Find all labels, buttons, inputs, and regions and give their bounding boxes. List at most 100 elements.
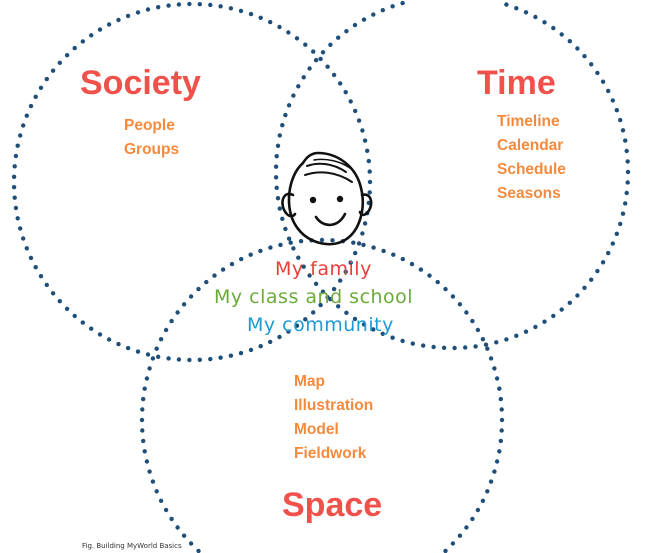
dot [319, 237, 325, 243]
dot [283, 112, 288, 118]
dot [228, 6, 234, 11]
dot [12, 164, 17, 169]
dot [614, 231, 619, 236]
dot [291, 246, 296, 251]
dot [352, 22, 358, 28]
dot [533, 14, 538, 20]
dot [286, 30, 291, 35]
dot [208, 356, 213, 362]
dot [158, 498, 164, 503]
dot [229, 261, 235, 267]
dot [72, 45, 77, 51]
dot [145, 7, 151, 12]
dot [325, 64, 330, 69]
dot [181, 533, 187, 538]
dot [296, 84, 301, 89]
dot [600, 79, 606, 84]
dot [371, 245, 376, 250]
dot [277, 206, 282, 211]
dot [140, 428, 145, 433]
dot [258, 15, 263, 20]
society-title: Society [80, 64, 201, 102]
dot [196, 286, 201, 292]
dot [169, 516, 174, 522]
dot [188, 294, 194, 299]
dot [238, 350, 244, 356]
dot [331, 72, 337, 78]
list-item: Schedule [497, 161, 566, 178]
dot [575, 293, 580, 298]
dot [166, 356, 171, 361]
dot [443, 548, 448, 553]
dot [356, 241, 362, 246]
dot [606, 88, 611, 94]
dot [589, 62, 594, 67]
dot [21, 123, 26, 128]
dot [275, 196, 281, 201]
dot [38, 274, 44, 279]
dot [362, 221, 368, 226]
dot [273, 164, 279, 169]
dot [163, 327, 169, 333]
dot [336, 35, 341, 40]
dot [391, 252, 396, 257]
list-item: People [124, 117, 175, 134]
dot [494, 459, 500, 464]
dot [28, 255, 34, 261]
dot [435, 279, 440, 285]
dot [18, 226, 23, 231]
dot [463, 345, 468, 350]
dot [514, 333, 519, 338]
dot [427, 273, 432, 278]
list-item: Seasons [497, 185, 561, 202]
dot [277, 24, 282, 30]
dot [156, 354, 161, 359]
dot [498, 438, 503, 444]
dot [367, 169, 372, 174]
dot [371, 12, 376, 17]
dot [33, 94, 38, 100]
dot [361, 242, 366, 248]
dot [344, 29, 349, 34]
dot [44, 76, 49, 82]
dot [277, 133, 282, 138]
dot [366, 158, 371, 164]
dot [318, 56, 323, 62]
space-circle [139, 237, 505, 553]
dot [457, 302, 463, 307]
dot [142, 386, 147, 391]
dot [400, 0, 405, 6]
dot [294, 36, 300, 41]
dot [338, 278, 343, 283]
dot [480, 337, 486, 342]
society-circle [11, 1, 373, 363]
child-face-icon [281, 151, 373, 246]
dot [116, 17, 121, 23]
dot [144, 459, 150, 464]
dot [150, 479, 156, 484]
dot [610, 241, 615, 246]
dot [610, 98, 615, 103]
dot [523, 10, 529, 15]
list-item: Calendar [497, 137, 564, 154]
dot [268, 339, 273, 345]
space-items: Map Illustration Model Fieldwork [294, 370, 373, 466]
dot [204, 279, 209, 285]
dot [360, 231, 365, 236]
dot [21, 236, 26, 241]
dot [551, 25, 556, 31]
dot [176, 2, 182, 7]
dot [50, 68, 56, 73]
dot [431, 344, 436, 350]
dot [307, 66, 312, 71]
dot [288, 240, 293, 245]
dot [559, 32, 564, 37]
dot [268, 245, 273, 250]
dot [188, 541, 194, 546]
dot [89, 326, 94, 331]
dot [311, 310, 316, 315]
dot [523, 329, 529, 334]
dot [330, 238, 335, 243]
dot [625, 159, 630, 164]
dot [248, 252, 253, 257]
